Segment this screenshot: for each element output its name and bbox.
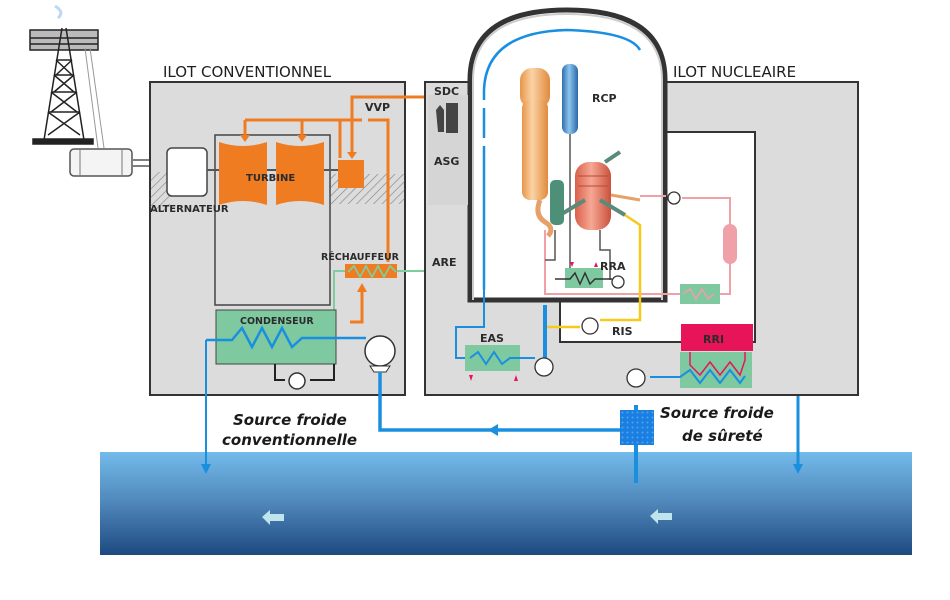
control-room	[428, 95, 468, 205]
rcp-label: RCP	[592, 92, 617, 105]
conventional-cold-source-line2: conventionnelle	[222, 431, 357, 449]
turbine	[219, 142, 364, 205]
river	[100, 452, 912, 555]
river-flow-arrow-right	[650, 509, 672, 524]
spray-line	[482, 28, 642, 290]
alternator-label: ALTERNATEUR	[150, 204, 229, 215]
reheater-label: RÉCHAUFFEUR	[321, 251, 400, 263]
eas-label: EAS	[480, 332, 504, 345]
condensate-pump-icon	[274, 364, 335, 390]
are-label: ARE	[432, 256, 457, 269]
river-flow-arrow-left	[262, 510, 284, 525]
turbine-label: TURBINE	[246, 173, 295, 184]
decorative-swoosh	[54, 4, 63, 20]
ris-label: RIS	[612, 325, 633, 338]
nuclear-island-title: ILOT NUCLEAIRE	[673, 63, 796, 81]
turbine-hall-frame	[214, 134, 331, 306]
steam-arrows	[240, 135, 367, 292]
safety-cold-source-line1: Source froide	[660, 404, 774, 422]
rri-label: RRI	[703, 333, 724, 346]
foundation-hatch	[150, 172, 170, 212]
condenser-label: CONDENSEUR	[240, 316, 314, 327]
outflow-arrow	[793, 464, 803, 474]
rra-exchanger	[545, 230, 625, 289]
power-pylon-icon	[29, 27, 105, 149]
asg-label: ASG	[434, 155, 459, 168]
cooling-pump-icon	[364, 335, 396, 373]
pressurizer	[562, 64, 578, 270]
reheater	[345, 264, 397, 279]
rri-exchanger	[626, 324, 753, 388]
conventional-cold-source-line1: Source froide	[233, 411, 347, 429]
return-arrow	[488, 424, 498, 436]
ris-pump-icon	[581, 317, 599, 335]
condenser	[206, 309, 345, 365]
primary-loop	[544, 195, 731, 295]
sdc-label: SDC	[434, 85, 459, 98]
steam-generator	[520, 68, 554, 238]
heat-exchanger	[680, 284, 720, 304]
outflow-arrow	[201, 464, 211, 474]
conventional-island-title: ILOT CONVENTIONNEL	[163, 63, 332, 81]
vvp-label: VVP	[365, 101, 390, 114]
safety-cold-source-line2: de sûreté	[682, 427, 763, 445]
containment-dome	[467, 7, 668, 303]
eas-exchanger	[455, 290, 554, 381]
primary-pump-icon	[667, 191, 681, 205]
intake-filter	[620, 410, 654, 445]
reactor-vessel	[550, 150, 641, 230]
tank	[723, 224, 737, 264]
rra-label: RRA	[600, 260, 626, 273]
